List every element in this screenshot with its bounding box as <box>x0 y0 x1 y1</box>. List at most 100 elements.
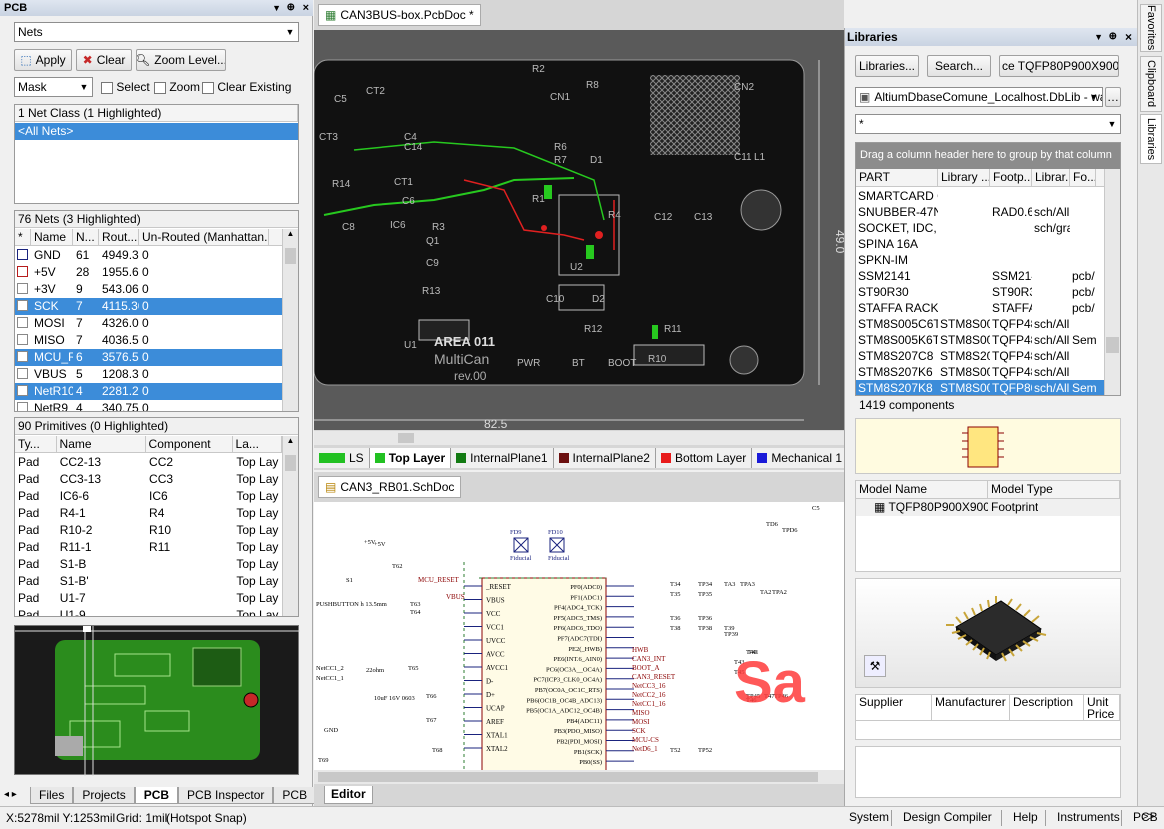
nets-col-header[interactable]: Un-Routed (Manhattan... <box>139 229 269 245</box>
select-checkbox[interactable]: Select <box>101 80 150 94</box>
supplier-col-header[interactable]: Unit Price <box>1084 695 1120 720</box>
layer-tab[interactable]: Bottom Layer <box>656 448 752 468</box>
prims-col-header[interactable]: La... <box>233 436 282 452</box>
close-icon[interactable]: × <box>1125 28 1132 46</box>
lib-col-header[interactable]: Footp... <box>990 169 1032 186</box>
nets-col-header[interactable]: N... <box>73 229 99 245</box>
nets-col-header[interactable]: * <box>15 229 31 245</box>
component-row[interactable]: STAFFA RACK 6STAFFApcb/ <box>856 300 1106 316</box>
prims-col-header[interactable]: Component <box>146 436 233 452</box>
zoom-level-button[interactable]: 🔍︎Zoom Level... <box>136 49 226 71</box>
prims-col-header[interactable]: Name <box>57 436 146 452</box>
pcb-doc-tab[interactable]: ▦CAN3BUS-box.PcbDoc * <box>318 4 481 26</box>
lib-col-header[interactable]: Librar... <box>1032 169 1070 186</box>
rail-tab-libraries[interactable]: Libraries <box>1140 114 1162 164</box>
prims-scrollbar[interactable]: ▲ <box>282 436 298 617</box>
clear-existing-checkbox[interactable]: Clear Existing <box>202 80 291 94</box>
pin-icon[interactable]: ⊕ <box>287 0 295 16</box>
sch-hscroll[interactable] <box>314 770 844 784</box>
layer-tab[interactable]: Top Layer <box>370 448 451 468</box>
sch-doc-tab[interactable]: ▤CAN3_RB01.SchDoc <box>318 476 461 498</box>
board-preview[interactable] <box>14 625 299 775</box>
component-row[interactable]: STM8S207C8STM8S207TQFP48sch/All.l <box>856 348 1106 364</box>
lib-col-header[interactable]: PART <box>856 169 938 186</box>
panel-menu-icon[interactable]: ▼ <box>1094 28 1103 46</box>
component-row[interactable]: SOCKET, IDC, 2 ATTACCAsch/gra <box>856 220 1106 236</box>
mode-dropdown[interactable]: Nets ▼ <box>14 22 299 42</box>
layer-tab[interactable]: InternalPlane1 <box>451 448 553 468</box>
mask-dropdown[interactable]: Mask ▼ <box>14 77 93 97</box>
panel-nav-arrows[interactable]: ◂ ▸ <box>4 789 17 800</box>
nets-col-header[interactable]: Name <box>31 229 73 245</box>
supplier-col-header[interactable]: Supplier <box>856 695 932 720</box>
filter-input[interactable]: * ▼ <box>855 114 1121 134</box>
left-panel-tab[interactable]: Projects <box>73 787 134 804</box>
left-panel-tab[interactable]: PCB Inspector <box>178 787 273 804</box>
layer-tab[interactable]: LS <box>314 448 370 468</box>
layer-tab[interactable]: InternalPlane2 <box>554 448 656 468</box>
zoom-checkbox[interactable]: Zoom <box>154 80 200 94</box>
rail-tab-favorites[interactable]: Favorites <box>1140 4 1162 52</box>
panel-menu-icon[interactable]: ▼ <box>272 0 281 16</box>
prims-col-header[interactable]: Ty... <box>15 436 57 452</box>
component-row[interactable]: SMARTCARD CO <box>856 188 1106 204</box>
components-scrollbar[interactable] <box>1104 169 1120 396</box>
status-panel-button[interactable]: System <box>844 810 892 826</box>
close-icon[interactable]: × <box>303 0 309 16</box>
layer-tab[interactable]: Mechanical 1 <box>752 448 848 468</box>
more-button[interactable]: >> <box>1142 811 1155 823</box>
rail-tab-clipboard[interactable]: Clipboard <box>1140 56 1162 112</box>
left-panel-tab[interactable]: PCB <box>135 787 178 804</box>
left-panel-tab[interactable]: Files <box>30 787 73 804</box>
editor-tab[interactable]: Editor <box>324 786 373 804</box>
pin-icon[interactable]: ⊕ <box>1109 28 1117 46</box>
component-row[interactable]: SSM2141SSM214pcb/ <box>856 268 1106 284</box>
left-panel-tab[interactable]: PCB <box>273 787 316 804</box>
library-dropdown[interactable]: ▣AltiumDbaseComune_Localhost.DbLib - wa … <box>855 87 1103 107</box>
library-options-button[interactable]: … <box>1105 87 1121 107</box>
nets-scrollbar[interactable]: ▲ <box>282 229 298 412</box>
pcb-hscroll[interactable] <box>314 431 844 445</box>
supplier-col-header[interactable]: Manufacturer <box>932 695 1010 720</box>
component-row[interactable]: STM8S207K6STM8S005TQFP48sch/All.l <box>856 364 1106 380</box>
supplier-col-header[interactable]: Description <box>1010 695 1084 720</box>
net-class-item[interactable]: <All Nets> <box>15 123 298 140</box>
component-row[interactable]: STM8S005C6T6STM8S005TQFP48sch/All.l <box>856 316 1106 332</box>
status-panel-button[interactable]: Help <box>1008 810 1046 826</box>
search-button[interactable]: Search... <box>927 55 991 77</box>
clear-button[interactable]: ✖Clear <box>76 49 132 71</box>
component-row[interactable]: SPKN-IM <box>856 252 1106 268</box>
component-row[interactable]: STM8S207K8STM8S005TQFP80sch/All.lSeml <box>856 380 1106 396</box>
status-panel-button[interactable]: Design Compiler <box>898 810 1002 826</box>
component-row[interactable]: STM8S005K6T6STM8S005TQFP48sch/All.lSeml <box>856 332 1106 348</box>
tools-button[interactable]: ⚒ <box>864 655 886 677</box>
status-panel-button[interactable]: Instruments <box>1052 810 1122 826</box>
lib-col-header[interactable]: Library ... <box>938 169 990 186</box>
libraries-button[interactable]: Libraries... <box>855 55 919 77</box>
component-row[interactable]: SPINA 16A <box>856 236 1106 252</box>
place-component-button[interactable]: ce TQFP80P900X900-3 <box>999 55 1119 77</box>
